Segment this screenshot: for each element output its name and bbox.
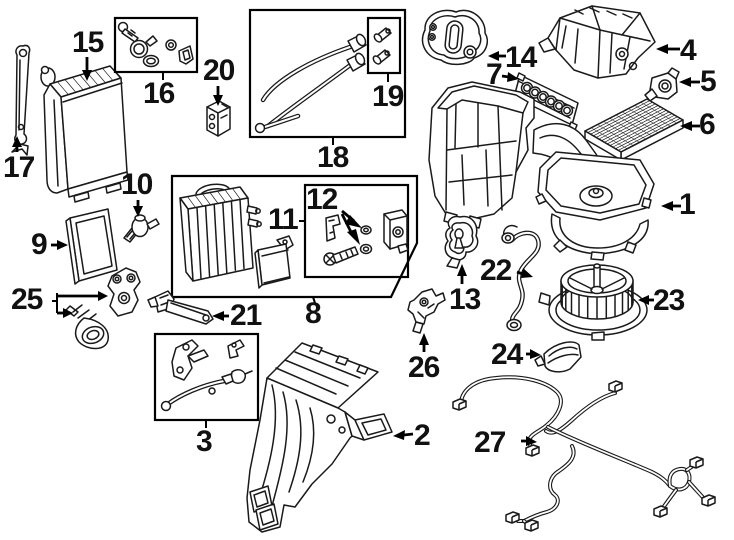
callout-15[interactable]: 15 (72, 26, 104, 59)
part-4-air-inlet-housing (538, 5, 656, 79)
part-6-cabin-air-filter (584, 98, 684, 161)
part-23-blower-motor (538, 263, 648, 341)
callout-17[interactable]: 17 (3, 151, 35, 184)
part-19-service-valves-box (366, 16, 402, 75)
callout-5[interactable]: 5 (700, 65, 717, 98)
callout-1[interactable]: 1 (679, 188, 696, 221)
part-21-pipe-bracket-arm (147, 290, 214, 325)
part-1-hvac-unit-assembly (428, 81, 655, 261)
callout-10[interactable]: 10 (121, 168, 153, 201)
part-9-insulator-pad (65, 208, 118, 285)
callout-11[interactable]: 11 (268, 203, 299, 236)
callout-8[interactable]: 8 (305, 297, 322, 330)
callout-3[interactable]: 3 (196, 425, 213, 458)
part-10-check-valve (123, 214, 160, 243)
part-15-heater-core (40, 65, 129, 203)
part-26-bracket (407, 288, 446, 334)
part-24-duct-scoop (534, 341, 582, 373)
evaporator-core (179, 183, 262, 282)
part-18-ac-pipes-box (248, 8, 407, 139)
callout-14[interactable]: 14 (505, 41, 537, 74)
callout-4[interactable]: 4 (680, 34, 697, 67)
callout-20[interactable]: 20 (203, 54, 235, 87)
callout-arrows (12, 44, 700, 446)
callout-6[interactable]: 6 (699, 108, 716, 141)
callout-21[interactable]: 21 (230, 299, 262, 332)
callout-9[interactable]: 9 (31, 228, 48, 261)
part-20-valve-block (206, 100, 231, 137)
part-25-fasteners (65, 267, 141, 350)
part-12-valve-kit-box (303, 183, 410, 279)
part-11-heater-block (254, 235, 294, 289)
callout-13[interactable]: 13 (449, 283, 481, 316)
callout-7[interactable]: 7 (486, 58, 503, 91)
callout-19[interactable]: 19 (372, 80, 404, 113)
part-2-distribution-case (246, 342, 393, 533)
callout-26[interactable]: 26 (408, 351, 440, 384)
callout-18[interactable]: 18 (317, 141, 349, 174)
callout-25[interactable]: 25 (11, 283, 43, 316)
callout-27[interactable]: 27 (474, 426, 506, 459)
callout-16[interactable]: 16 (143, 77, 175, 110)
part-16-seal-kit-box (113, 16, 199, 74)
part-13-grommet (444, 215, 479, 269)
part-27-wiring-harness (452, 375, 716, 532)
part-14-gasket-plate (421, 9, 488, 66)
callout-22[interactable]: 22 (480, 254, 512, 287)
part-22-drain-hose (501, 224, 541, 332)
callout-24[interactable]: 24 (491, 338, 523, 371)
part-5-bracket (644, 67, 680, 102)
callout-2[interactable]: 2 (414, 419, 431, 452)
part-17-bracket-strip (11, 44, 31, 156)
callout-12[interactable]: 12 (306, 183, 338, 216)
part-3-linkage-kit-box (153, 332, 260, 422)
harness-connectors (452, 380, 716, 532)
part-8-evaporator-kit-box (170, 174, 419, 299)
callout-23[interactable]: 23 (653, 284, 685, 317)
